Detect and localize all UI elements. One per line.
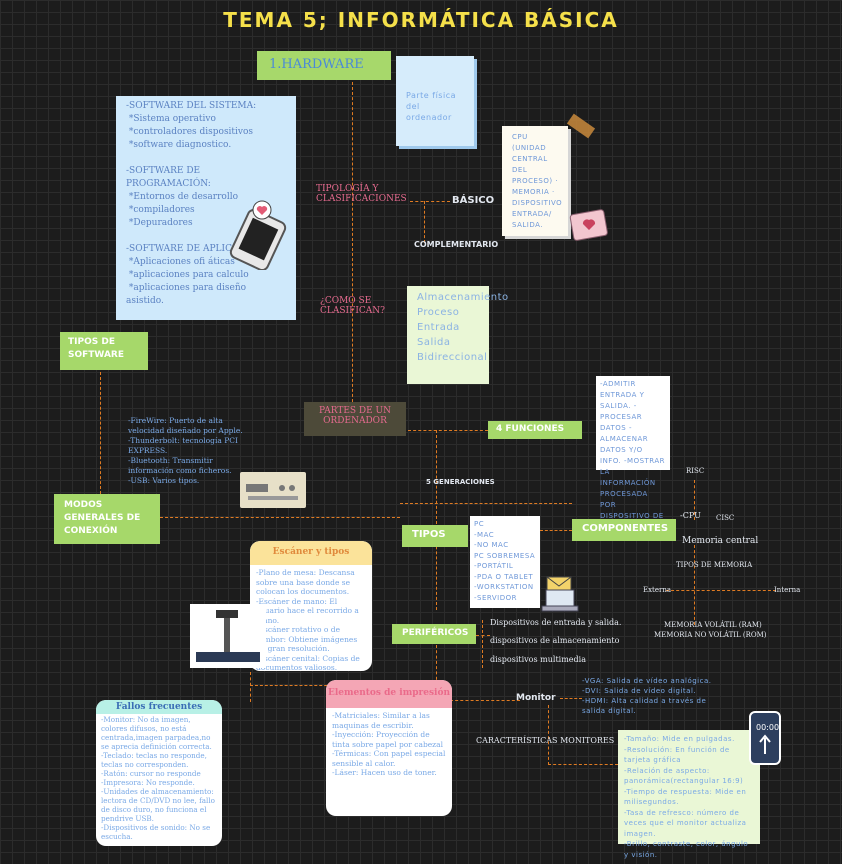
perifericos-label: PERIFÉRICOS [402,628,469,638]
line-monitor-down [548,705,549,765]
componentes-box: COMPONENTES [572,519,676,541]
monitor-ports: -VGA: Salida de vídeo analógica. -DVI: S… [582,677,712,715]
scanner-icon [190,604,266,668]
laptop-icon [540,588,580,614]
mobile-sticker-icon: 00:00 [748,710,782,766]
generaciones-label: 5 GENERACIONES [426,478,495,486]
tipos-software-box: TIPOS DE SOFTWARE [60,332,148,370]
basico-note: CPU (UNIDAD CENTRAL DEL PROCESO) · MEMOR… [502,126,568,236]
notebook-icon [566,206,612,246]
line-memoria [694,545,695,625]
impresora-text: -Matriciales: Similar a las maquinas de … [332,711,446,777]
perifericos-box: PERIFÉRICOS [392,624,476,644]
lower-trunk-line [436,430,437,610]
risc-label: RISC [686,467,705,475]
memoria-central-label: Memoria central [682,536,759,546]
line-caract [548,764,618,765]
partes-label: PARTES DE UN ORDENADOR [318,406,392,426]
memoria-ram-label: MEMORIA VOLÁTIL (RAM) [664,621,762,629]
monitor-label: Monitor [516,693,556,703]
line-software-vertical [100,372,101,494]
basico-label: BÁSICO [452,195,495,206]
tipos-list: PC -MAC -NO MAC PC SOBREMESA -PORTÁTIL -… [474,520,536,602]
memoria-rom-label: MEMORIA NO VOLÁTIL (ROM) [654,631,767,639]
funciones-box: 4 FUNCIONES [488,421,582,439]
page-title: TEMA 5; INFORMÁTICA BÁSICA [223,8,619,32]
tipos-box: TIPOS [402,525,468,547]
line-conexion [160,517,400,518]
complementario-label: COMPLEMENTARIO [414,240,499,249]
impresora-card: Elementos de impresión -Matriciales: Sim… [326,680,452,816]
tipologia-label: TIPOLOGÍA Y CLASIFICACIONES [316,184,407,204]
tipos-note: PC -MAC -NO MAC PC SOBREMESA -PORTÁTIL -… [470,516,540,608]
line-monitor-ports [560,698,582,699]
caracteristicas-label: CARACTERÍSTICAS MONITORES [476,736,615,745]
escaner-card: Escáner y tipos -Plano de mesa: Descansa… [250,541,372,671]
fallos-text: -Monitor: No da imagen, colores difusos,… [101,715,215,841]
hardware-definition: Parte física del ordenador [406,91,456,122]
tipos-software-label: TIPOS DE SOFTWARE [68,337,124,360]
perifericos-item: dispositivos de almacenamiento [490,636,620,645]
perifericos-item: dispositivos multimedia [490,655,586,664]
fallos-card: Fallos frecuentes -Monitor: No da imagen… [96,700,222,846]
partes-box: PARTES DE UN ORDENADOR [304,402,406,436]
clasificacion-item: Bidireccional [417,352,488,363]
conexion-label: MODOS GENERALES DE CONEXIÓN [64,500,141,536]
clasificacion-item: Almacenamiento [417,292,509,303]
line-fallos [250,672,251,702]
como-clasifican-label: ¿COMO SE CLASIFICAN? [320,296,385,316]
hardware-label: 1.HARDWARE [269,57,364,72]
escaner-text: -Plano de mesa: Descansa sobre una base … [256,568,360,671]
memoria-externa-label: Externa [643,586,672,594]
impresora-title: Elementos de impresión [326,680,452,708]
tipos-label: TIPOS [412,529,446,540]
funciones-note-text: -ADMITIR ENTRADA Y SALIDA. -PROCESAR DAT… [600,380,666,531]
perifericos-item: Dispositivos de entrada y salida. [490,618,622,627]
tipos-memoria-label: TIPOS DE MEMORIA [676,561,753,569]
line-generaciones [400,503,572,504]
cpu-label: -CPU [680,511,701,520]
line-memoria-h [666,590,776,591]
line-tipos-componentes [540,530,572,531]
escaner-title: Escáner y tipos [250,541,372,565]
hardware-box: 1.HARDWARE [257,51,391,80]
phone-heart-icon [228,200,294,272]
funciones-label: 4 FUNCIONES [496,424,565,434]
line-tipologia-basico [410,201,450,202]
line-perif-down [436,645,437,685]
line-componentes-cpu [694,480,695,520]
basico-note-text: CPU (UNIDAD CENTRAL DEL PROCESO) · MEMOR… [512,133,563,229]
conexion-list: -FireWire: Puerto de alta velocidad dise… [128,416,243,485]
line-impresora-monitor [450,700,520,701]
cisc-label: CISC [716,514,735,522]
memoria-interna-label: Interna [774,586,801,594]
line-partes-funciones [408,430,488,431]
hardware-definition-note: Parte física del ordenador [396,56,474,146]
line-perifericos [476,635,490,636]
funciones-note: -ADMITIR ENTRADA Y SALIDA. -PROCESAR DAT… [596,376,670,531]
svg-text:00:00: 00:00 [756,723,779,732]
componentes-label: COMPONENTES [582,523,669,534]
clasificacion-note: Almacenamiento Proceso Entrada Salida Bi… [407,286,509,384]
caracteristicas-note: -Tamaño: Mide en pulgadas. -Resolución: … [618,730,760,859]
line-basico-complementario [424,201,425,243]
fallos-title: Fallos frecuentes [96,700,222,714]
clasificacion-item: Entrada [417,322,460,333]
clasificacion-item: Salida [417,337,451,348]
conexion-box: MODOS GENERALES DE CONEXIÓN [54,494,160,544]
port-panel-icon [240,472,306,508]
tape-icon [566,113,596,139]
clasificacion-item: Proceso [417,307,460,318]
line-perifericos-list [482,620,483,668]
caracteristicas-text: -Tamaño: Mide en pulgadas. -Resolución: … [624,735,749,859]
main-trunk-line [352,82,353,412]
